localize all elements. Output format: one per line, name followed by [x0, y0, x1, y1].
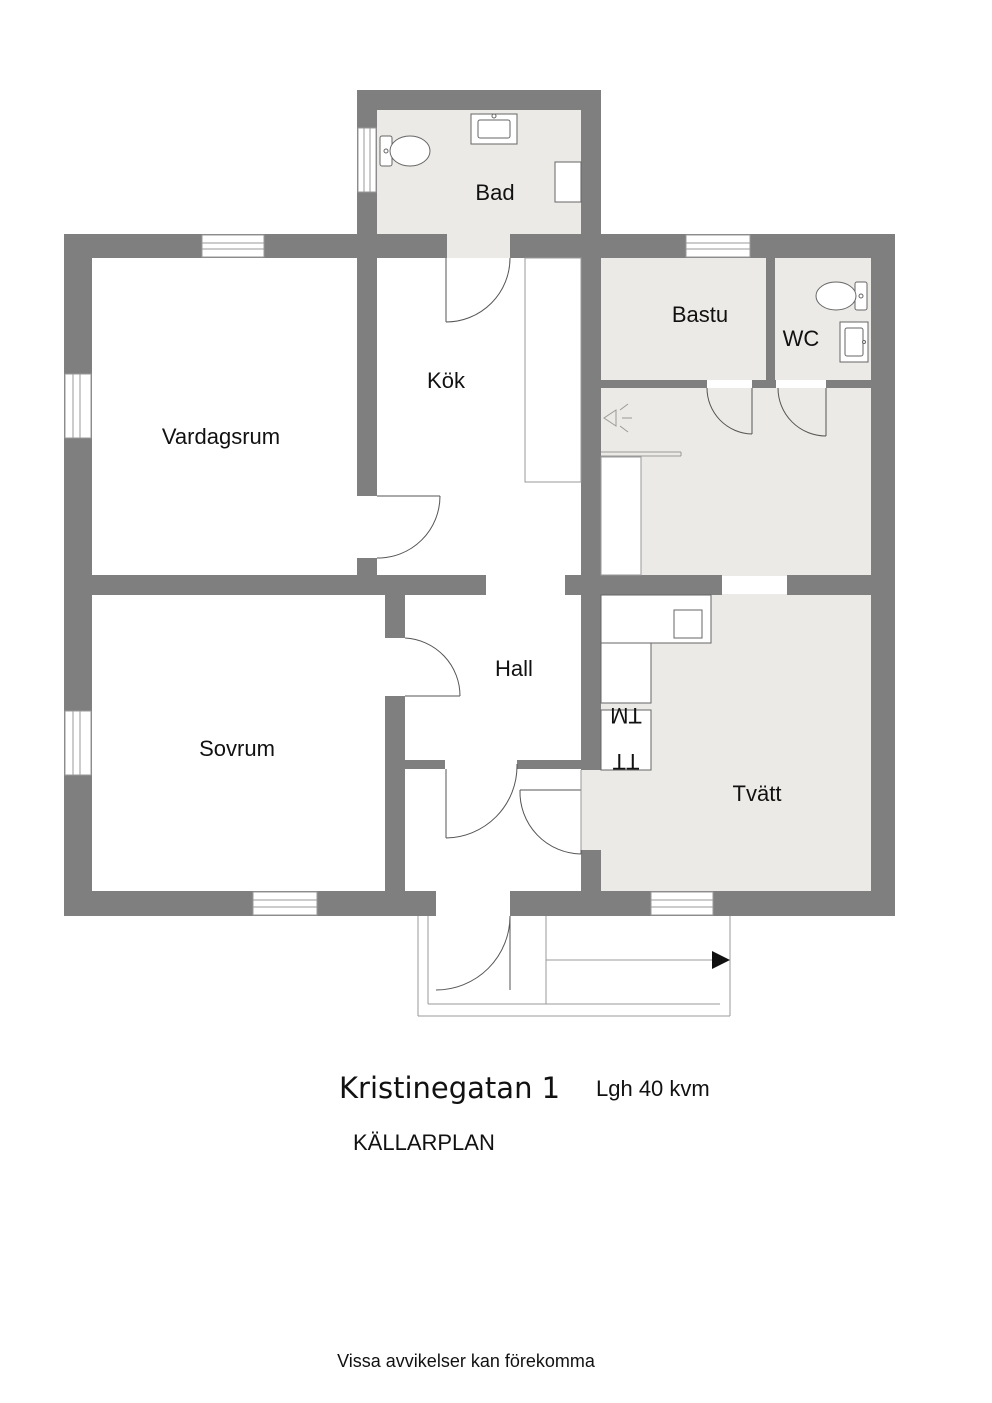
entrance-porch [417, 916, 731, 1017]
sink-wc [839, 321, 869, 363]
fixtures [379, 113, 869, 433]
window-vardagsrum-left [64, 373, 92, 439]
window-vardagsrum-top [201, 234, 265, 258]
window-sovrum-bottom [252, 891, 318, 916]
toilet-wc [815, 281, 868, 311]
door-sovrum [404, 637, 461, 697]
apartment-area: Lgh 40 kvm [596, 1076, 710, 1101]
door-bad [445, 257, 511, 323]
bastu-floor [601, 258, 766, 380]
room-label-bad: Bad [475, 180, 514, 205]
window-bad [357, 127, 377, 193]
bad-cabinet [554, 161, 582, 203]
address-title: Kristinegatan 1 [339, 1071, 560, 1105]
toilet-bad [379, 135, 431, 167]
washing-machine [600, 642, 652, 704]
door-bastu [706, 387, 753, 435]
floor-level-label: KÄLLARPLAN [353, 1130, 495, 1155]
sauna-heater-icon [603, 403, 632, 433]
windows [64, 127, 751, 916]
door-front [435, 915, 511, 991]
window-sovrum-left [64, 710, 92, 776]
doors [376, 257, 827, 991]
tumble-dryer [600, 709, 652, 771]
stairs-arrow-icon [712, 951, 730, 969]
room-label-vardagsrum: Vardagsrum [162, 424, 280, 449]
room-label-tvatt: Tvätt [733, 781, 782, 806]
caption: Kristinegatan 1 Lgh 40 kvm KÄLLARPLAN Vi… [337, 1071, 710, 1371]
disclaimer-text: Vissa avvikelser kan förekomma [337, 1351, 596, 1371]
room-label-bastu: Bastu [672, 302, 728, 327]
room-label-hall: Hall [495, 656, 533, 681]
room-labels: Bad Kök Vardagsrum Bastu WC Hall Sovrum … [162, 180, 820, 806]
room-label-sovrum: Sovrum [199, 736, 275, 761]
built-ins [524, 257, 712, 850]
sink-bad [470, 113, 518, 145]
window-tvatt-bottom [650, 891, 714, 916]
appliance-label-tt: TT [613, 749, 640, 774]
door-vardagsrum [376, 495, 441, 559]
door-tvatt [519, 789, 582, 855]
room-label-kok: Kök [427, 368, 466, 393]
room-label-wc: WC [783, 326, 820, 351]
window-bastu [685, 234, 751, 258]
door-hall-entrance [445, 764, 518, 839]
kitchen-counter [524, 257, 582, 483]
door-wc [777, 387, 827, 437]
appliance-label-tm: TM [610, 703, 642, 728]
